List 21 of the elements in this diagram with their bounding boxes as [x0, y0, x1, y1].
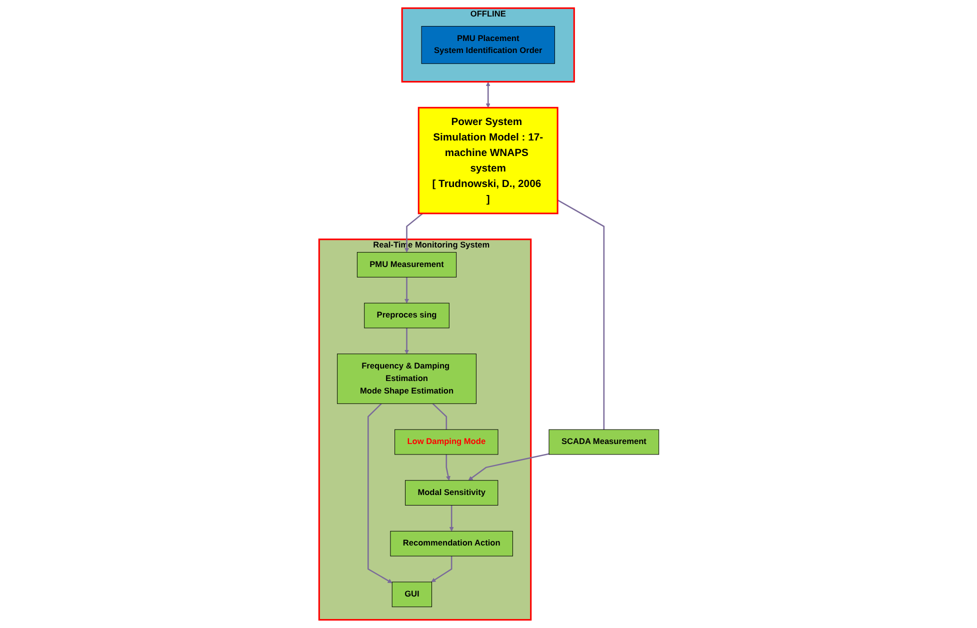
connector [432, 403, 447, 430]
node-box: Low Damping Mode [394, 429, 498, 455]
node-box: SCADA Measurement [548, 429, 659, 455]
arrow [430, 556, 452, 582]
node-box: GUI [391, 582, 432, 608]
node-box: Power System Simulation Model : 17-machine WNAPS system [ Trudnowski, D., 2006 ] [417, 106, 558, 214]
arrow [448, 505, 454, 532]
arrow [468, 453, 549, 481]
connector [556, 199, 604, 430]
node-box: Preproces sing [364, 302, 449, 328]
arrow [485, 82, 490, 108]
arrow [404, 328, 409, 354]
node-box: Recommendation Action [390, 530, 512, 556]
node-box: Frequency & Damping Estimation Mode Shape Estimation [336, 354, 476, 404]
arrow [404, 212, 423, 253]
node-box: PMU Measurement [356, 252, 456, 278]
arrow [404, 277, 409, 304]
node-box: Modal Sensitivity [404, 480, 498, 506]
arrow [445, 454, 450, 481]
node-box: PMU Placement System Identification Order [420, 26, 554, 64]
arrow [366, 403, 392, 584]
